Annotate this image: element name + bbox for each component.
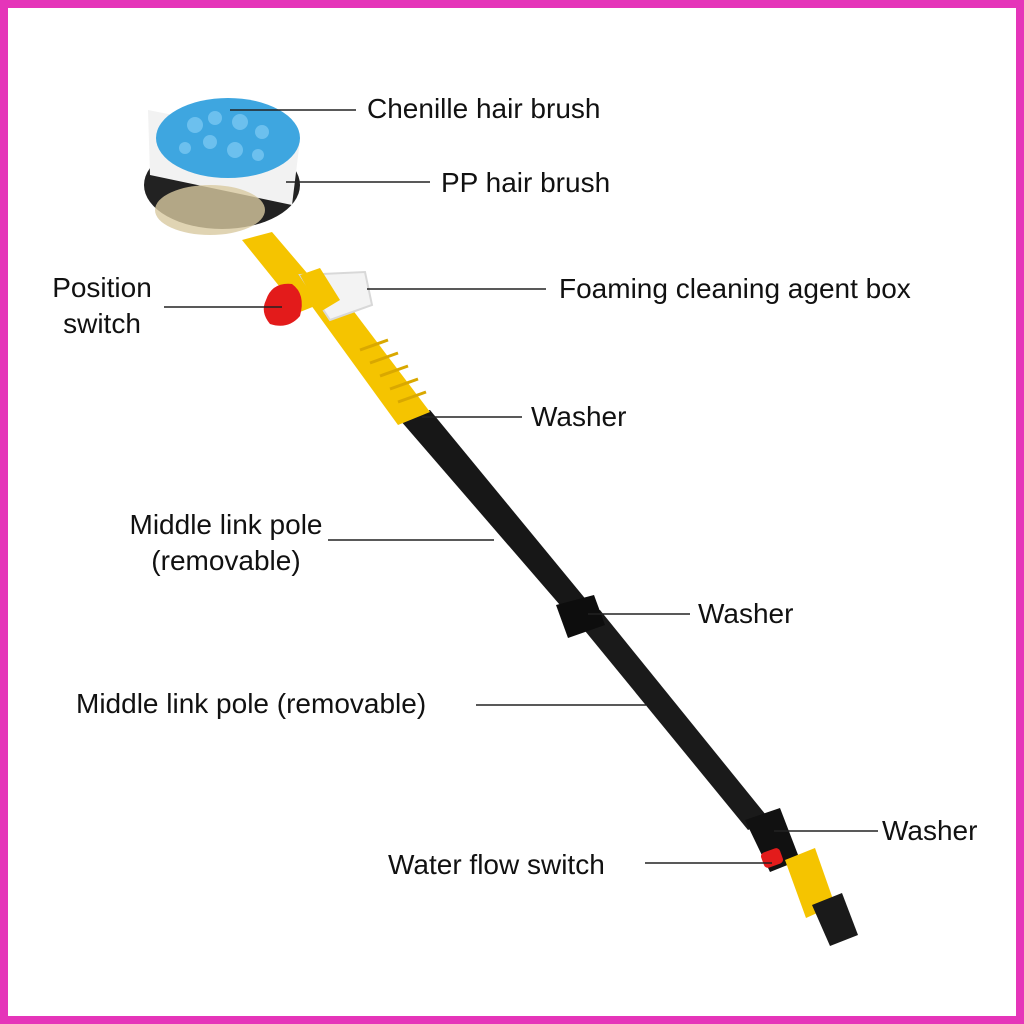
label-middle-link-pole-1: Middle link pole (removable) <box>116 507 336 579</box>
bottom-connector <box>745 808 800 872</box>
middle-washer-joint <box>556 595 605 638</box>
neck-ribs <box>359 338 427 404</box>
label-washer-middle: Washer <box>698 598 794 629</box>
position-switch-knob <box>263 283 302 326</box>
label-position-switch-line2: switch <box>63 308 141 339</box>
label-washer-top: Washer <box>531 401 627 432</box>
label-foaming-cleaning-agent-box: Foaming cleaning agent box <box>559 273 911 304</box>
label-water-flow-switch: Water flow switch <box>388 849 605 880</box>
label-washer-bottom: Washer <box>882 815 978 846</box>
clear-housing <box>155 185 265 235</box>
label-middle-link-pole-1-line1: Middle link pole <box>129 509 323 540</box>
label-pp-hair-brush: PP hair brush <box>441 167 611 198</box>
label-chenille-hair-brush: Chenille hair brush <box>367 93 601 124</box>
chenille-texture <box>179 111 269 161</box>
leader-lines <box>164 109 878 864</box>
black-end-cap <box>812 893 858 946</box>
yellow-body <box>242 232 330 312</box>
label-middle-link-pole-1-line2: (removable) <box>151 545 301 576</box>
yellow-hose-fitting <box>785 848 835 918</box>
label-position-switch-line1: Position <box>52 272 152 303</box>
label-position-switch: Position switch <box>44 270 160 342</box>
upper-pole <box>400 410 588 612</box>
label-middle-link-pole-2: Middle link pole (removable) <box>76 688 427 719</box>
lower-pole <box>572 610 770 830</box>
